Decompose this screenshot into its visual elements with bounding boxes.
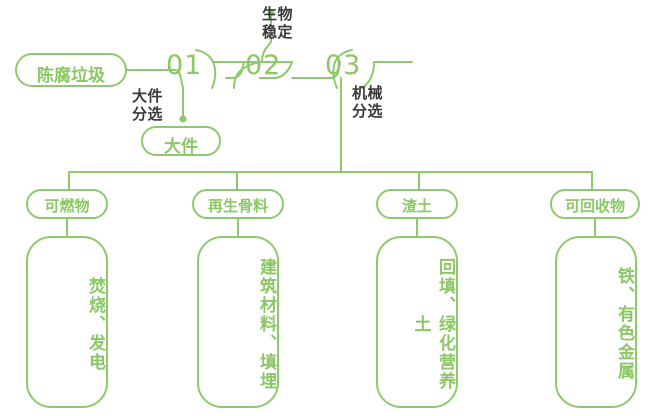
detail-text-4: 铁、有色金属 [614,267,634,381]
branch-label-2: 再生骨料 [207,197,268,215]
stage-annotation-03: 机械 分选 [352,84,384,120]
branch-label-1: 可燃物 [44,197,90,215]
source-pill-label: 陈腐垃圾 [37,66,105,86]
detail-text-3: 回填、绿化营养土 [410,257,455,391]
stage-number-01: 01 [166,50,203,81]
stage-number-03: 03 [325,50,362,81]
stage-annotation-01: 大件 分选 [132,87,164,123]
stage-annotation-02: 生物 稳定 [262,5,294,41]
branch-label-3: 渣土 [401,197,432,215]
bulky-pill-label: 大件 [164,137,198,157]
stage-number-02: 02 [245,50,282,81]
connector-into-02-left [225,61,245,79]
detail-text-2: 建筑材料、填埋 [256,257,276,391]
bulky-endpoint-dot [179,115,187,123]
detail-text-1: 焚烧、发电 [85,276,105,372]
branch-label-4: 可回收物 [564,197,625,215]
